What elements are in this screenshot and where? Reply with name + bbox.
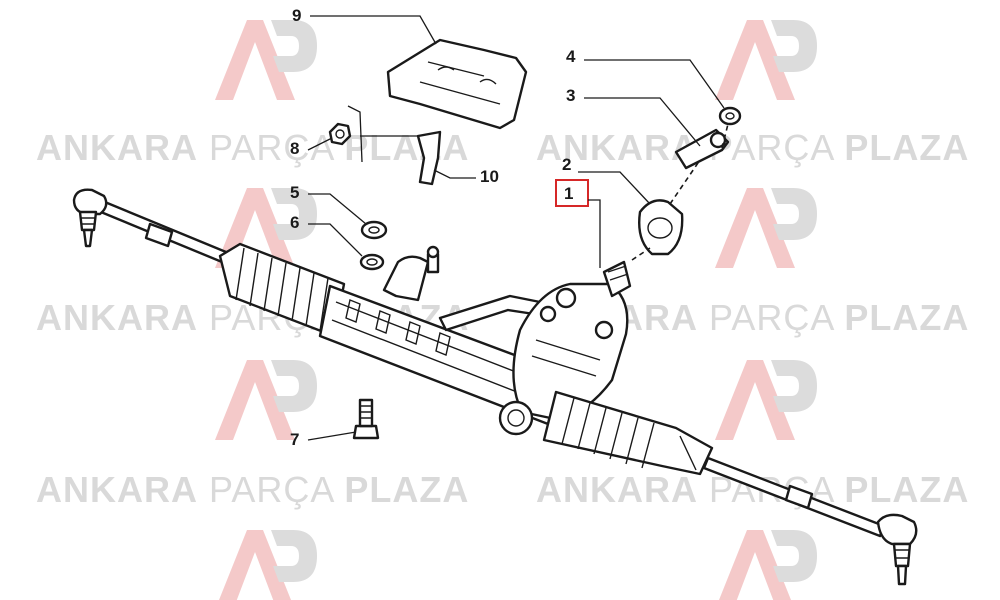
svg-text:7: 7	[290, 430, 299, 449]
watermark-logo	[715, 20, 817, 100]
callout-7: 7	[290, 430, 357, 449]
svg-text:10: 10	[480, 167, 499, 186]
svg-text:ANKARA PARÇA PLAZA: ANKARA PARÇA PLAZA	[36, 469, 469, 510]
watermark-logo	[215, 360, 317, 440]
assembly-guide-lines	[631, 123, 729, 261]
callout-8-10-bracket	[347, 105, 420, 163]
nut-part-8	[328, 122, 352, 146]
dust-seal-part-2	[638, 199, 684, 256]
watermark-logo	[719, 530, 817, 600]
watermark-logo	[715, 188, 817, 268]
callout-6: 6	[290, 213, 363, 257]
svg-text:1: 1	[564, 184, 573, 203]
watermark-layer: ANKARA PARÇA PLAZA ANKARA PARÇA PLAZA AN…	[36, 20, 969, 600]
svg-text:ANKARA PARÇA PLAZA: ANKARA PARÇA PLAZA	[36, 127, 469, 168]
bolt-part-7	[352, 398, 380, 440]
callout-9: 9	[292, 6, 437, 45]
left-tie-rod-end	[72, 188, 108, 248]
left-tie-rod	[72, 188, 228, 264]
pinion-housing	[498, 260, 632, 436]
svg-text:6: 6	[290, 213, 299, 232]
pinion-shaft	[602, 260, 632, 298]
watermark-logo	[215, 20, 317, 100]
svg-text:3: 3	[566, 86, 575, 105]
right-bellows-boot	[542, 390, 714, 476]
svg-text:2: 2	[562, 155, 571, 174]
svg-text:5: 5	[290, 183, 299, 202]
callout-2: 2	[562, 155, 651, 205]
watermark-text-row: ANKARA PARÇA PLAZA ANKARA PARÇA PLAZA	[36, 127, 969, 168]
callout-3: 3	[566, 86, 701, 147]
lock-washer-part-4	[718, 106, 742, 126]
watermark-logo	[219, 530, 317, 600]
svg-text:4: 4	[566, 47, 576, 66]
nut-part-5	[360, 220, 388, 240]
right-tie-rod	[702, 456, 918, 586]
svg-text:8: 8	[290, 139, 299, 158]
bracket-part-10	[416, 130, 442, 186]
svg-text:ANKARA PARÇA PLAZA: ANKARA PARÇA PLAZA	[536, 127, 969, 168]
callout-10: 10	[433, 167, 499, 186]
callout-5: 5	[290, 183, 367, 225]
svg-text:9: 9	[292, 6, 301, 25]
clip-part-3	[674, 128, 730, 170]
callout-1: 1	[555, 179, 601, 268]
callout-4: 4	[566, 47, 725, 109]
washer-part-6	[359, 253, 385, 271]
heat-shield-part-9	[386, 38, 528, 130]
callout-1-highlight-box	[555, 179, 589, 207]
pinion-cover	[498, 400, 534, 436]
watermark-logo	[715, 360, 817, 440]
right-tie-rod-end	[876, 513, 918, 586]
callout-8: 8	[290, 137, 333, 158]
